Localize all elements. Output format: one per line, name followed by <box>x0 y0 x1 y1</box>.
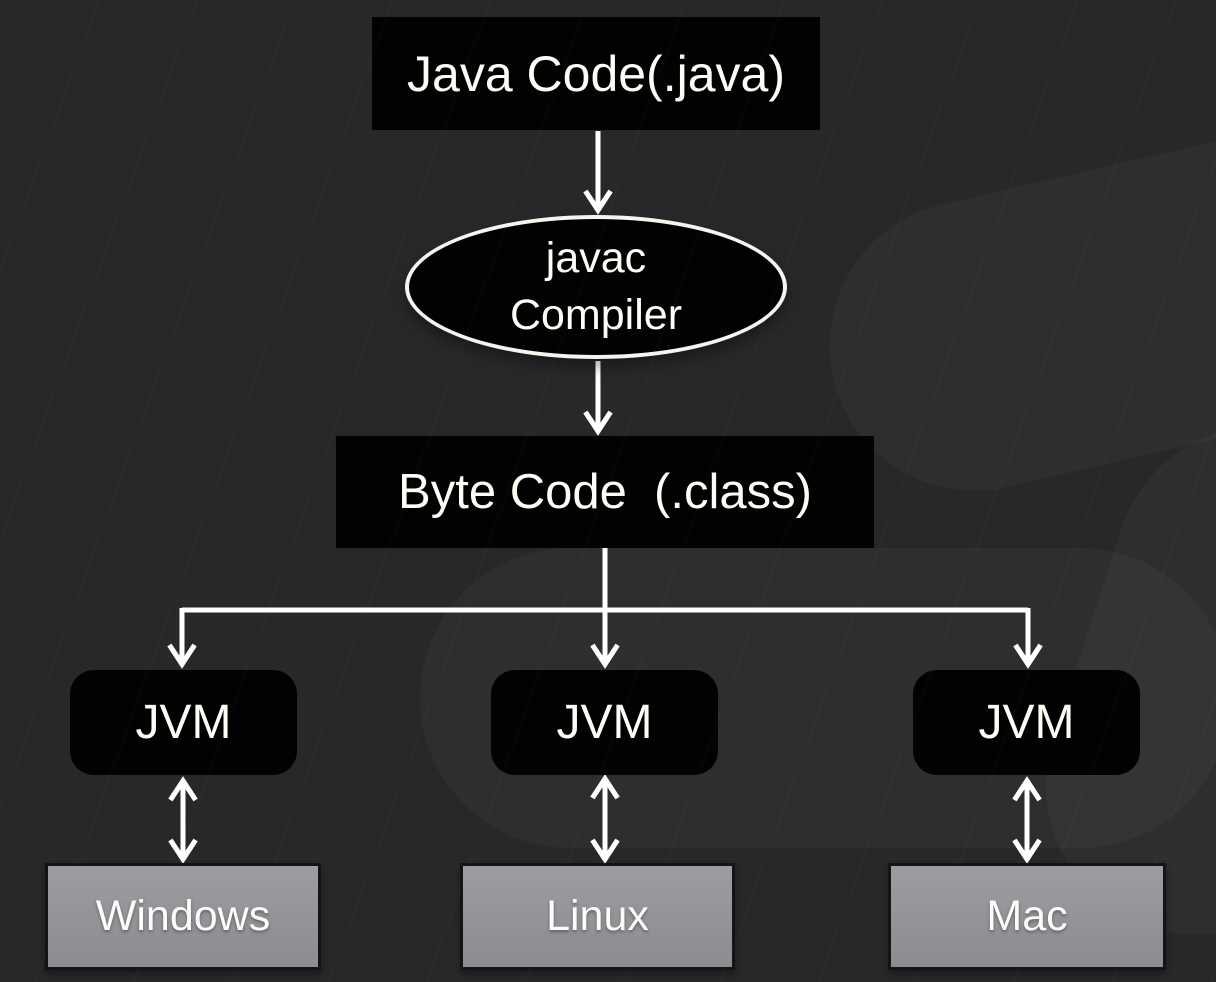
node-os-windows-label: Windows <box>95 892 271 940</box>
node-os-mac-label: Mac <box>986 892 1068 940</box>
node-javac-compiler: javac Compiler <box>405 215 787 359</box>
node-jvm-windows-label: JVM <box>135 696 232 749</box>
node-byte-code: Byte Code (.class) <box>336 436 874 548</box>
node-os-windows: Windows <box>45 863 321 970</box>
node-os-linux-label: Linux <box>546 892 649 940</box>
node-jvm-mac: JVM <box>913 670 1140 775</box>
node-jvm-linux-label: JVM <box>556 696 653 749</box>
node-java-code-label: Java Code(.java) <box>407 45 785 102</box>
node-javac-compiler-line2: Compiler <box>509 291 683 339</box>
node-javac-compiler-line1: javac <box>545 234 647 283</box>
node-os-linux: Linux <box>460 863 735 970</box>
node-jvm-linux: JVM <box>491 670 718 775</box>
node-jvm-windows: JVM <box>70 670 297 775</box>
node-os-mac: Mac <box>888 863 1166 970</box>
node-byte-code-label: Byte Code (.class) <box>398 465 812 519</box>
node-java-code: Java Code(.java) <box>372 17 820 130</box>
node-jvm-mac-label: JVM <box>978 696 1075 749</box>
